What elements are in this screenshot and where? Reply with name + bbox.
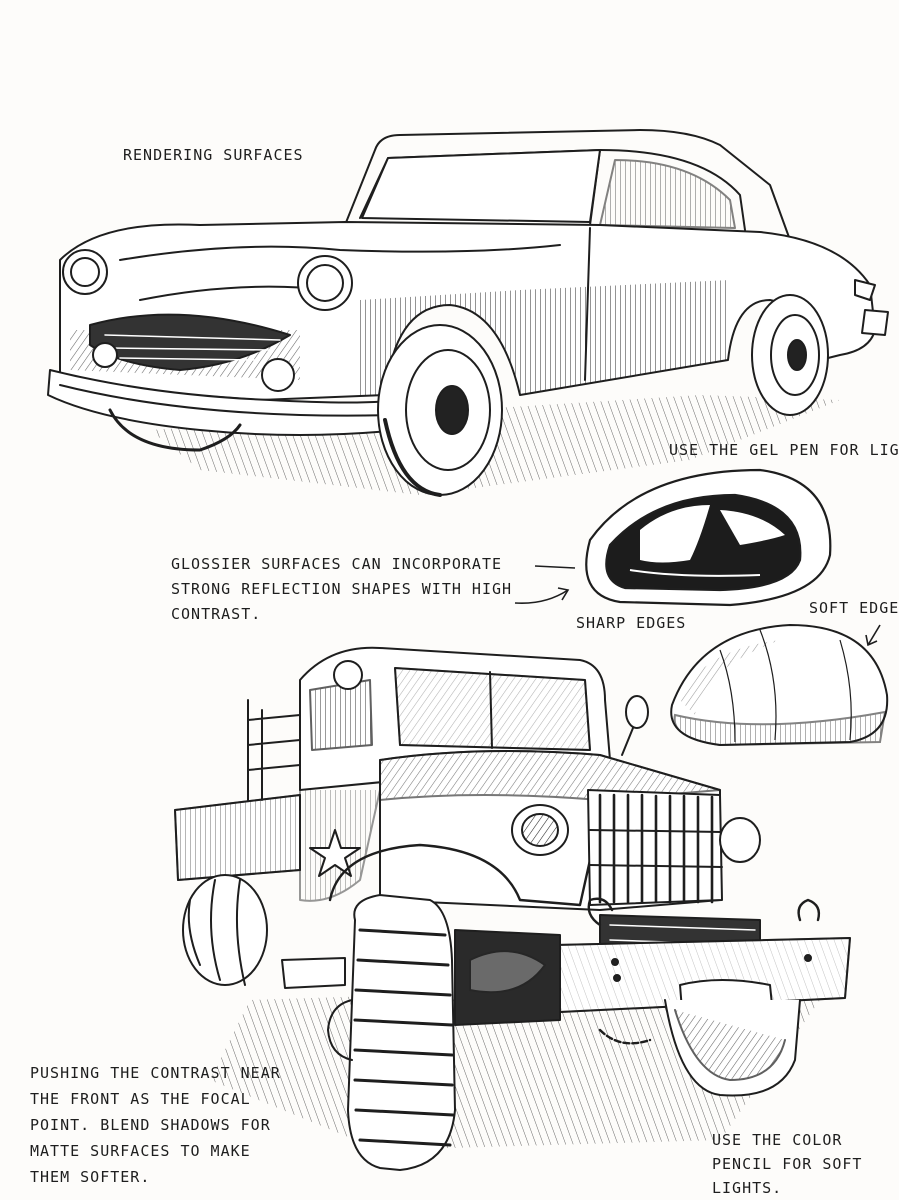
military-truck-sketch	[174, 646, 851, 1171]
matte-soft-shape	[670, 623, 889, 747]
sharp-edges-label: SHARP EDGES	[576, 614, 687, 632]
contrast-line-5: THEM SOFTER.	[30, 1168, 151, 1186]
contrast-line-1: PUSHING THE CONTRAST NEAR	[30, 1064, 281, 1082]
soft-edge-label: SOFT EDGE	[809, 599, 899, 617]
color-pencil-line-3: LIGHTS.	[712, 1179, 783, 1197]
glossy-reflection-shape	[534, 468, 832, 607]
contrast-line-4: MATTE SURFACES TO MAKE	[30, 1142, 251, 1160]
contrast-line-3: POINT. BLEND SHADOWS FOR	[30, 1116, 271, 1134]
convertible-car-sketch	[47, 129, 889, 497]
glossy-surfaces-note: GLOSSIER SURFACES CAN INCORPORATE STRONG…	[171, 552, 512, 627]
contrast-line-2: THE FRONT AS THE FOCAL	[30, 1090, 251, 1108]
color-pencil-line-1: USE THE COLOR	[712, 1131, 843, 1149]
gel-pen-note: USE THE GEL PEN FOR LIGHTS	[669, 441, 899, 459]
glossy-arrow	[514, 587, 570, 605]
color-pencil-line-2: PENCIL FOR SOFT	[712, 1155, 863, 1173]
soft-edge-arrow	[865, 624, 881, 647]
color-pencil-note: USE THE COLOR PENCIL FOR SOFT LIGHTS.	[712, 1128, 862, 1200]
title-rendering-surfaces: RENDERING SURFACES	[123, 146, 304, 164]
contrast-note: PUSHING THE CONTRAST NEAR THE FRONT AS T…	[30, 1060, 281, 1190]
glossy-line-2: STRONG REFLECTION SHAPES WITH HIGH	[171, 580, 513, 598]
glossy-line-1: GLOSSIER SURFACES CAN INCORPORATE	[171, 555, 503, 573]
glossy-line-3: CONTRAST.	[171, 605, 262, 623]
